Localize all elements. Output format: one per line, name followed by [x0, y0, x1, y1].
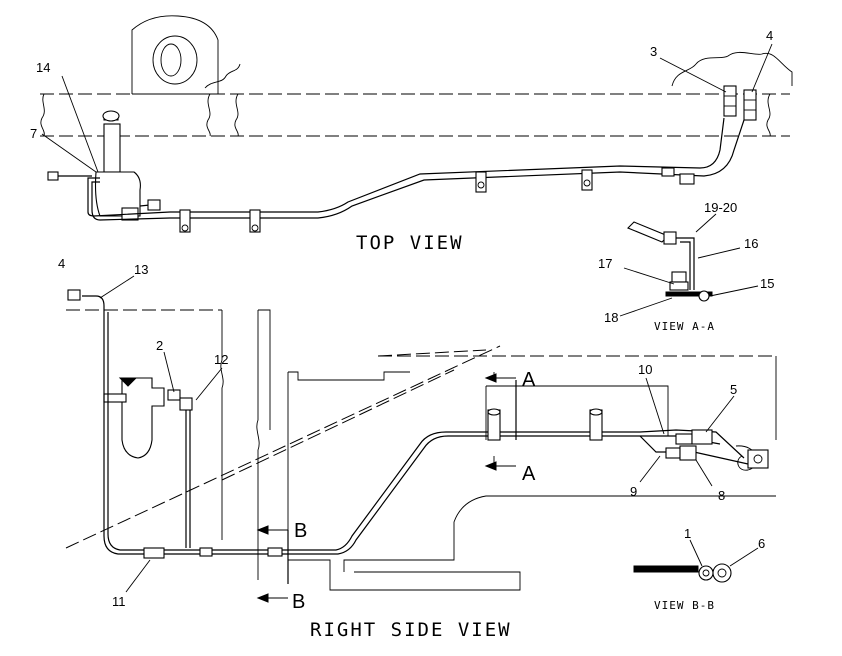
rail-break-center [234, 93, 239, 137]
callout-3: 3 [650, 44, 657, 59]
rail-break-left [40, 93, 45, 137]
side-fittings [67, 289, 769, 559]
top-fittings [47, 85, 757, 211]
callout-1: 1 [684, 526, 691, 541]
section-b-cut [256, 525, 289, 603]
cab-outline [671, 51, 793, 87]
section-a-bottom-label: A [522, 463, 536, 485]
side-tube-run [82, 295, 749, 555]
callout-10: 10 [638, 362, 652, 377]
view-b-b-drawing [633, 539, 759, 583]
callout-2: 2 [156, 338, 163, 353]
callout-12: 12 [214, 352, 228, 367]
callout-13: 13 [134, 262, 148, 277]
rail-break-right [766, 93, 771, 137]
callout-15: 15 [760, 276, 774, 291]
crossmember-top [288, 371, 410, 381]
frame-member-b [256, 310, 260, 580]
callout-16: 16 [744, 236, 758, 251]
view-b-b-title: VIEW B-B [654, 599, 715, 612]
crossmember-outline [287, 372, 521, 591]
crossmember-lower [343, 495, 776, 572]
top-clips [179, 169, 593, 233]
callout-4-top: 4 [766, 28, 773, 43]
side-clips [487, 408, 603, 441]
right-side-view-title: RIGHT SIDE VIEW [310, 619, 512, 641]
callout-5: 5 [730, 382, 737, 397]
tire-outline [131, 15, 241, 95]
reservoir-side [103, 377, 193, 459]
view-a-a-title: VIEW A-A [654, 320, 715, 333]
callout-9: 9 [630, 484, 637, 499]
callout-18: 18 [604, 310, 618, 325]
diagonal-dashed-1 [65, 345, 501, 549]
right-side-view: A A B B [65, 275, 777, 613]
callout-4-side: 4 [58, 256, 65, 271]
top-view [40, 15, 793, 233]
callout-14: 14 [36, 60, 50, 75]
bracket-outline [486, 385, 669, 436]
callout-17: 17 [598, 256, 612, 271]
view-a-a-drawing [619, 213, 759, 317]
section-b-bottom-label: B [292, 591, 305, 613]
callout-6: 6 [758, 536, 765, 551]
side-leaders [99, 275, 735, 593]
callout-7: 7 [30, 126, 37, 141]
rail-break-center-2 [206, 93, 211, 137]
reservoir [94, 110, 141, 221]
frame-member-a [220, 310, 224, 540]
frame-member-c [258, 309, 271, 430]
top-leaders [41, 43, 773, 173]
diagonal-dashed-2 [221, 369, 455, 481]
callout-19-20: 19-20 [704, 200, 737, 215]
side-frame-slope [377, 349, 487, 357]
section-b-top-label: B [294, 520, 307, 542]
callout-11: 11 [112, 594, 126, 609]
section-a-cut [484, 372, 517, 471]
callout-8: 8 [718, 488, 725, 503]
top-view-title: TOP VIEW [356, 232, 464, 254]
section-a-top-label: A [522, 369, 536, 391]
top-tube-run [58, 117, 745, 221]
